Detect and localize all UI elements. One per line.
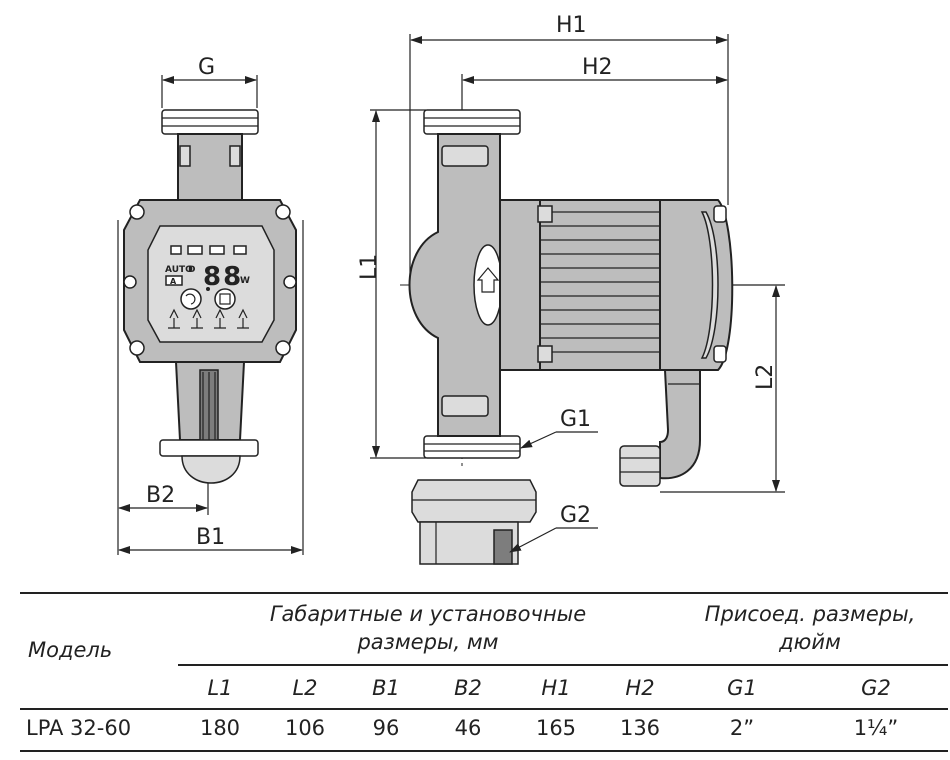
display-d-label: D [188,265,195,275]
column-header: L2 [292,676,318,700]
dim-label-b1: B1 [196,525,225,550]
dim-label-l1: L1 [357,254,382,280]
table-cell: 1¼” [853,716,899,740]
conn-header-line1: Присоед. размеры, [704,602,916,626]
dim-label-b2: B2 [146,483,175,508]
dims-header-line1: Габаритные и установочные [269,602,587,626]
column-header: H1 [541,676,571,700]
column-header: B2 [454,676,482,700]
table-cell: 2” [729,716,755,740]
column-header: L1 [207,676,233,700]
column-header: G1 [727,676,757,700]
conn-header-line2: дюйм [779,630,841,654]
model-header: Модель [28,638,113,662]
table-top-rule [20,592,948,594]
display-a-label: A [170,277,177,286]
dims-header-line2: размеры, мм [357,630,499,654]
column-header: G2 [861,676,891,700]
display-digits: 88 [203,262,243,292]
table-cell: 180 [199,716,241,740]
table-header-rule [178,664,948,666]
side-view: H1 H2 L1 L2 G1 G2 [357,13,785,565]
table-bottom-rule [20,750,948,752]
dim-label-g2: G2 [560,503,591,528]
power-button-icon [214,288,236,310]
column-header: H2 [625,676,655,700]
table-cell: 136 [619,716,661,740]
display-auto-label: AUTO [165,265,193,275]
display-w-label: W [240,276,250,286]
dim-label-h1: H1 [556,13,587,38]
table-cell: 165 [535,716,577,740]
table-cell: 96 [372,716,400,740]
pump-dimension-drawing: AUTO D A 88 W G B2 B [117,13,785,565]
dim-label-g: G [198,55,215,80]
table-cell: 106 [284,716,326,740]
dim-label-l2: L2 [753,364,778,390]
mode-button-icon [180,288,202,310]
dim-label-g1: G1 [560,407,591,432]
table-columns-rule [20,708,948,710]
table-row-model: LPA 32-60 [26,716,132,740]
table-cell: 46 [454,716,482,740]
dim-label-h2: H2 [582,55,613,80]
column-header: B1 [372,676,400,700]
front-view: AUTO D A 88 W G B2 B [117,55,304,555]
